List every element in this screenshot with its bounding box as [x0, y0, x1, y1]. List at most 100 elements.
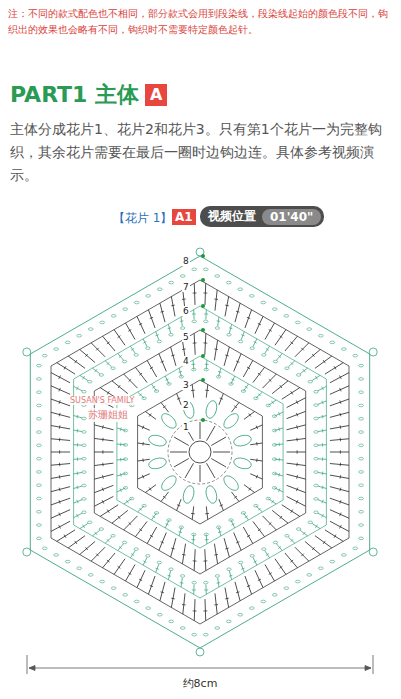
petal-loop	[221, 473, 241, 493]
chain-mark	[227, 568, 231, 571]
stitch-bar	[322, 457, 323, 460]
stitch-bar	[231, 524, 234, 525]
chain-mark	[296, 528, 300, 531]
stitch-bar	[95, 369, 97, 372]
stitch-mark	[219, 499, 224, 510]
stitch-mark	[94, 463, 113, 465]
stitch-bar	[247, 367, 250, 369]
stitch-mark	[161, 492, 169, 502]
stitch-mark	[265, 346, 270, 353]
chain-mark	[88, 574, 93, 577]
stitch-bar	[247, 317, 250, 318]
chain-mark	[330, 341, 335, 344]
chain-mark	[100, 580, 105, 583]
stitch-mark	[177, 394, 182, 405]
stitch-bar	[102, 438, 103, 441]
stitch-bar	[126, 500, 128, 503]
chain-mark	[88, 380, 92, 383]
stitch-mark	[285, 336, 297, 351]
stitch-mark	[80, 349, 95, 362]
stitch-bar	[241, 335, 244, 336]
stitch-bar	[59, 488, 61, 491]
stitch-bar	[322, 471, 324, 474]
stitch-bar	[193, 560, 197, 561]
chain-mark	[146, 347, 150, 350]
stitch-mark	[118, 353, 124, 360]
stitch-mark	[192, 385, 194, 398]
stitch-bar	[204, 313, 208, 314]
petal-loop	[148, 433, 168, 447]
dimension-label: 约8cm	[180, 676, 221, 691]
stitch-mark	[51, 475, 70, 478]
stitch-bar	[258, 394, 261, 397]
stitch-mark	[268, 499, 276, 504]
stitch-mark	[93, 368, 100, 374]
chain-mark	[122, 541, 126, 544]
chain-mark	[272, 308, 277, 311]
stitch-bar	[236, 361, 239, 362]
stitch-mark	[51, 439, 70, 441]
stitch-mark	[74, 513, 83, 518]
stitch-mark	[245, 310, 252, 328]
stitch-bar	[150, 535, 153, 537]
stitch-bar	[272, 500, 274, 503]
chain-mark	[180, 275, 185, 278]
stitch-mark	[265, 323, 275, 340]
stitch-mark	[206, 506, 208, 519]
stitch-bar	[229, 327, 233, 329]
stitch-bar	[64, 535, 66, 538]
stitch-bar	[95, 532, 97, 535]
stitch-mark	[255, 316, 263, 333]
stitch-bar	[107, 342, 110, 344]
stitch-mark	[143, 557, 147, 565]
stitch-bar	[278, 488, 280, 491]
chain-mark	[157, 288, 162, 291]
stitch-mark	[274, 459, 283, 461]
stitch-mark	[182, 544, 185, 564]
stitch-mark	[147, 527, 157, 544]
stitch-bar	[120, 427, 121, 430]
stitch-mark	[93, 530, 100, 536]
chain-mark	[307, 574, 312, 577]
stitch-bar	[120, 488, 122, 491]
stitch-bar	[150, 367, 153, 369]
stitch-mark	[174, 459, 189, 468]
stitch-bar	[258, 579, 261, 580]
chain-mark	[42, 547, 47, 550]
stitch-mark	[229, 571, 231, 580]
chain-mark	[308, 521, 312, 524]
stitch-mark	[330, 498, 349, 505]
stitch-bar	[77, 471, 79, 474]
chain-mark	[37, 484, 42, 487]
stitch-mark	[219, 527, 221, 536]
chain-mark	[215, 575, 219, 578]
chain-mark	[203, 633, 208, 636]
stitch-bar	[340, 500, 341, 503]
stitch-bar	[303, 369, 305, 372]
stitch-mark	[256, 392, 262, 398]
chain-mark	[359, 537, 364, 540]
stitch-mark	[91, 343, 105, 357]
stitch-mark	[94, 474, 113, 479]
chain-mark	[111, 367, 115, 370]
chain-mark	[359, 510, 364, 513]
stitch-bar	[312, 354, 314, 357]
chain-mark	[88, 328, 93, 331]
stitch-bar	[218, 531, 222, 533]
stitch-bar	[107, 510, 109, 513]
start-dot	[201, 378, 205, 382]
chain-mark	[82, 457, 86, 460]
chain-mark	[273, 360, 277, 363]
stitch-mark	[312, 523, 320, 528]
stitch-bar	[171, 305, 175, 307]
stitch-bar	[139, 529, 142, 531]
chain-mark	[146, 555, 150, 558]
stitch-mark	[287, 411, 306, 418]
stitch-bar	[75, 360, 77, 363]
chain-mark	[169, 281, 174, 284]
stitch-bar	[205, 513, 209, 514]
chain-mark	[37, 457, 42, 460]
stitch-mark	[117, 488, 126, 492]
stitch-bar	[129, 379, 132, 382]
stitch-bar	[322, 387, 324, 390]
